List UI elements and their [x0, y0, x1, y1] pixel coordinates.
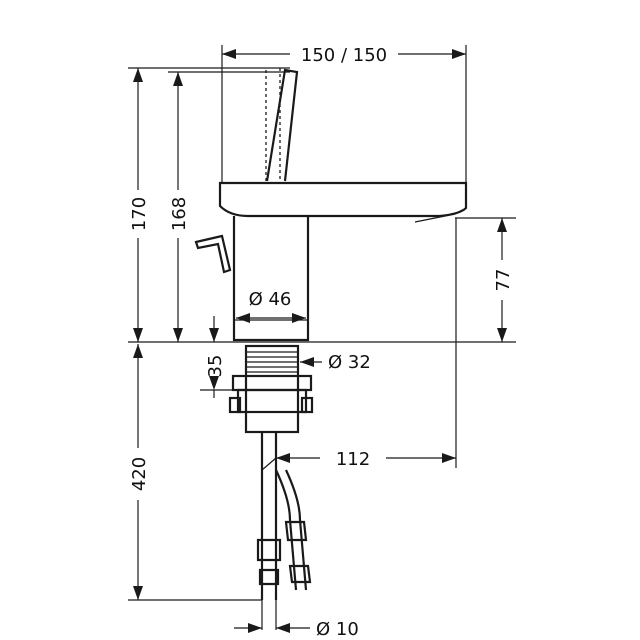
- nut-tab-right: [300, 396, 314, 414]
- label-hose-diameter: Ø 10: [316, 619, 359, 640]
- mounting-nut: [236, 388, 308, 414]
- faucet-outline: [194, 68, 468, 600]
- hose-fitting-right: [284, 520, 312, 584]
- label-total-width: 150 / 150: [301, 45, 387, 66]
- label-spout-height: 77: [493, 269, 514, 292]
- label-body-diameter: Ø 46: [249, 289, 292, 310]
- dimension-labels: 150 / 150 170 168 77 35 Ø 46 Ø 32 112 42…: [129, 45, 514, 640]
- popup-lever: [194, 234, 232, 274]
- nut-tab-left: [228, 396, 242, 414]
- label-shank-diameter: Ø 32: [328, 352, 371, 373]
- mounting-washer: [231, 374, 313, 392]
- label-spout-reach: 112: [336, 449, 370, 470]
- spout-tip: [414, 209, 463, 223]
- supply-hose-right: [275, 469, 308, 591]
- hose-break: [261, 457, 277, 471]
- hose-fitting-left: [256, 538, 282, 586]
- label-handle-height: 168: [169, 197, 190, 231]
- supply-hose-left: [260, 432, 278, 600]
- faucet-column: [232, 216, 310, 342]
- label-below-deck: 420: [129, 457, 150, 491]
- shank-threads: [246, 351, 298, 373]
- extension-lines: [128, 45, 516, 630]
- label-mount-height: 35: [205, 355, 226, 378]
- spout-body: [218, 181, 468, 218]
- handle-alt-position: [265, 68, 281, 181]
- handle-lever: [265, 68, 299, 182]
- dimension-lines: [133, 49, 507, 633]
- label-total-height: 170: [129, 197, 150, 231]
